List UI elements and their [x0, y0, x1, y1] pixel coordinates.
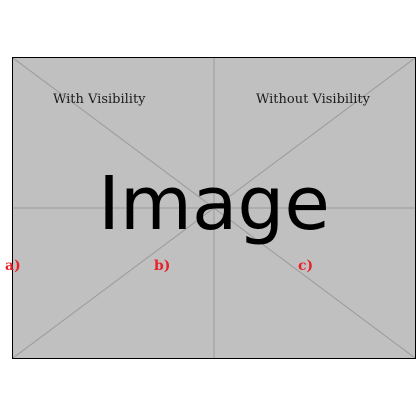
caption-with-visibility: With Visibility: [53, 92, 146, 107]
placeholder-image: Image: [12, 57, 416, 359]
placeholder-text: Image: [98, 161, 330, 247]
panel-label-c: c): [298, 258, 314, 274]
panel-label-a: a): [5, 258, 21, 274]
placeholder-guide-lines: [13, 58, 415, 358]
panel-label-b: b): [154, 258, 171, 274]
caption-without-visibility: Without Visibility: [256, 92, 370, 107]
